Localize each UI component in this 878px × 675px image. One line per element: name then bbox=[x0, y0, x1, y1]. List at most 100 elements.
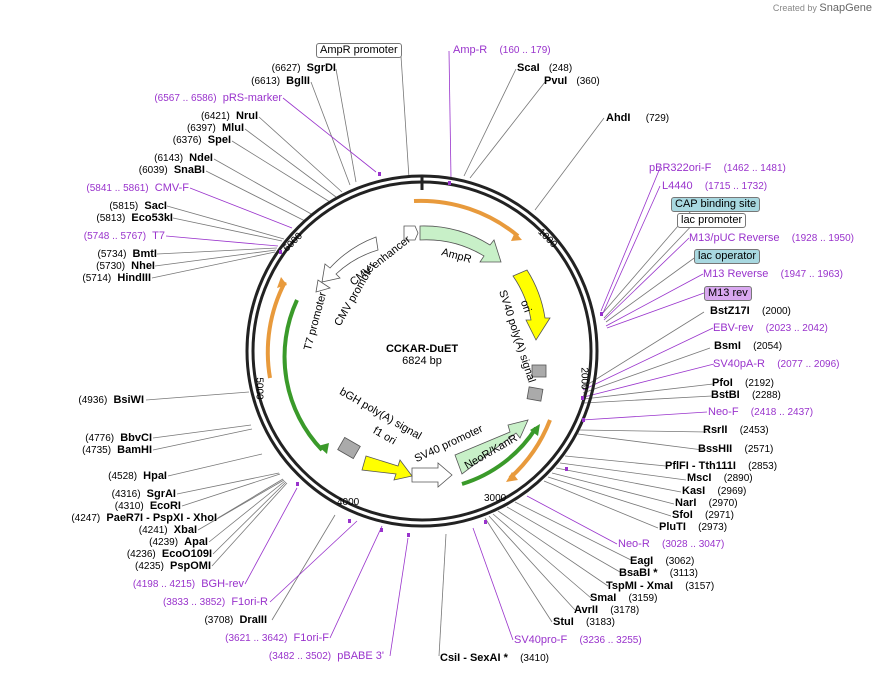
bgh-feature bbox=[337, 436, 361, 460]
ampr-feature bbox=[419, 225, 502, 263]
site-right-6: BsmI (2054) bbox=[714, 340, 783, 352]
sv40-promoter-feature bbox=[411, 462, 453, 488]
primer-right-10: Neo-F (2418 .. 2437) bbox=[708, 406, 814, 418]
primer-right-2: M13/pUC Reverse (1928 .. 1950) bbox=[689, 232, 854, 244]
neo-feature bbox=[454, 419, 529, 475]
arc-left-orange bbox=[265, 281, 287, 379]
sv40-polya-feature bbox=[531, 364, 547, 378]
site-left-4: (6397) MluI bbox=[186, 122, 244, 134]
primer-right-7: SV40pA-R (2077 .. 2096) bbox=[713, 358, 840, 370]
site-left-23: (4239) ApaI bbox=[149, 536, 208, 548]
right-connectors bbox=[400, 55, 714, 657]
site-right-21: BsaBI * (3113) bbox=[619, 567, 698, 579]
plasmid-name: CCKAR-DuET bbox=[385, 343, 459, 355]
site-right-15: KasI (2969) bbox=[682, 485, 747, 497]
site-right-8: PfoI (2192) bbox=[712, 377, 774, 389]
site-right-20: EagI (3062) bbox=[630, 555, 695, 567]
arc-right-green bbox=[461, 426, 538, 486]
site-scai: ScaI (248) bbox=[517, 62, 573, 74]
arc-left-orange-head bbox=[277, 277, 287, 288]
site-left-17: (4735) BamHI bbox=[82, 444, 152, 456]
arc-left-green bbox=[282, 299, 324, 452]
f1-ori-feature bbox=[361, 455, 413, 481]
site-left-1: (6613) BglII bbox=[251, 75, 310, 87]
site-right-4: BstZ17I (2000) bbox=[710, 305, 791, 317]
primer-left-11: (5748 .. 5767) T7 bbox=[83, 230, 165, 242]
snapgene-credit: Created by SnapGene bbox=[772, 2, 872, 14]
arc-ampr-orange bbox=[413, 198, 520, 238]
left-connectors bbox=[145, 68, 357, 621]
primer-right-0: pBR322ori-F (1462 .. 1481) bbox=[649, 162, 786, 174]
site-left-6: (6143) NdeI bbox=[154, 152, 213, 164]
tick-4000: 4000 bbox=[337, 497, 360, 508]
site-left-20: (4310) EcoRI bbox=[114, 500, 181, 512]
primer-right-3: M13 Reverse (1947 .. 1963) bbox=[703, 268, 843, 280]
primer-right-26: SV40pro-F (3236 .. 3255) bbox=[514, 634, 642, 646]
site-pvui: PvuI (360) bbox=[544, 75, 600, 87]
primer-right-1: L4440 (1715 .. 1732) bbox=[662, 180, 768, 192]
primer-left-27: (3833 .. 3852) F1ori-R bbox=[162, 596, 268, 608]
site-left-0: (6627) SgrDI bbox=[271, 62, 336, 74]
primer-left-2: (6567 .. 6586) pRS-marker bbox=[154, 92, 282, 104]
site-right-27: CsiI - SexAI * (3410) bbox=[440, 652, 549, 664]
arc-right-green-head bbox=[530, 424, 540, 436]
site-left-15: (4936) BsiWI bbox=[78, 394, 144, 406]
site-left-21: (4247) PaeR7I - PspXI - XhoI bbox=[71, 512, 217, 524]
site-right-24: AvrII (3178) bbox=[574, 604, 640, 616]
plasmid-size: 6824 bp bbox=[402, 355, 442, 367]
ampr-promoter-feature bbox=[403, 225, 419, 241]
site-left-9: (5815) SacI bbox=[109, 200, 167, 212]
site-right-17: SfoI (2971) bbox=[672, 509, 734, 521]
right-primer-connectors bbox=[448, 50, 715, 641]
primer-right-5: EBV-rev (2023 .. 2042) bbox=[713, 322, 828, 334]
cmv-enhancer-feature bbox=[321, 236, 379, 283]
site-left-5: (6376) SpeI bbox=[172, 134, 231, 146]
site-right-22: TspMI - XmaI (3157) bbox=[606, 580, 715, 592]
site-right-25: StuI (3183) bbox=[553, 616, 615, 628]
site-left-7: (6039) SnaBI bbox=[138, 164, 205, 176]
left-primer-connectors bbox=[165, 97, 409, 657]
site-right-18: PluTI (2973) bbox=[659, 521, 728, 533]
site-right-14: MscI (2890) bbox=[687, 472, 753, 484]
site-left-10: (5813) Eco53kI bbox=[96, 212, 173, 224]
site-right-12: BssHII (2571) bbox=[698, 443, 774, 455]
site-left-18: (4528) HpaI bbox=[108, 470, 167, 482]
arc-left-green-head bbox=[318, 443, 329, 454]
site-left-12: (5734) BmtI bbox=[97, 248, 157, 260]
site-right-13: PflFI - Tth111I (2853) bbox=[665, 460, 778, 472]
arc-ampr-orange-head bbox=[511, 232, 522, 241]
site-left-19: (4316) SgrAI bbox=[111, 488, 176, 500]
box-cap-binding-site: CAP binding site bbox=[671, 197, 761, 212]
ring-primer-marks bbox=[279, 172, 603, 537]
site-right-9: BstBI (2288) bbox=[711, 389, 781, 401]
site-left-13: (5730) NheI bbox=[96, 260, 155, 272]
primer-left-26: (4198 .. 4215) BGH-rev bbox=[132, 578, 244, 590]
site-left-14: (5714) HindIII bbox=[82, 272, 151, 284]
site-right-16: NarI (2970) bbox=[675, 497, 738, 509]
arc-right-orange-head bbox=[506, 472, 518, 482]
site-left-22: (4241) XbaI bbox=[138, 524, 197, 536]
site-right-23: SmaI (3159) bbox=[590, 592, 658, 604]
ori-feature bbox=[512, 269, 551, 341]
site-left-16: (4776) BbvCI bbox=[85, 432, 152, 444]
tick-5000: 5000 bbox=[253, 377, 265, 400]
tick-3000: 3000 bbox=[484, 493, 507, 504]
primer-left-8: (5841 .. 5861) CMV-F bbox=[86, 182, 189, 194]
site-right-11: RsrII (2453) bbox=[703, 424, 769, 436]
small-feature bbox=[526, 386, 544, 402]
site-left-3: (6421) NruI bbox=[200, 110, 258, 122]
box-lac-operator: lac operator bbox=[694, 249, 761, 264]
site-left-25: (4235) PspOMI bbox=[135, 560, 211, 572]
primer-left-29: (3621 .. 3642) F1ori-F bbox=[225, 632, 329, 644]
primer-left-30: (3482 .. 3502) pBABE 3' bbox=[268, 650, 384, 662]
box-m13-rev: M13 rev bbox=[704, 286, 752, 301]
cmv-promoter-feature bbox=[315, 279, 331, 293]
site-left-28: (3708) DraIII bbox=[204, 614, 267, 626]
site-left-24: (4236) EcoO109I bbox=[126, 548, 212, 560]
primer-right-19: Neo-R (3028 .. 3047) bbox=[618, 538, 725, 550]
primer-amp-r: Amp-R (160 .. 179) bbox=[453, 44, 551, 56]
site-ahdi: AhdI (729) bbox=[606, 112, 670, 124]
box-lac-promoter: lac promoter bbox=[677, 213, 747, 228]
tick-2000: 2000 bbox=[578, 367, 590, 390]
